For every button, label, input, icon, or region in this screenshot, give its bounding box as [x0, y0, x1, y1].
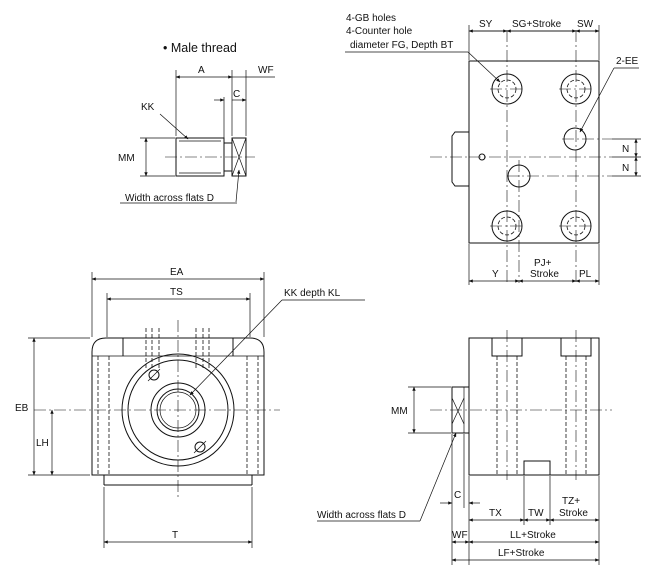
dim-pj-label: PJ+ [534, 258, 552, 269]
dim-tz-stroke-label: Stroke [559, 508, 588, 519]
dim-tw-label: TW [528, 508, 544, 519]
counter-holes [490, 73, 593, 242]
dim-sg-label: SG+Stroke [512, 19, 562, 30]
counter-hole-note: 4-Counter hole [346, 26, 413, 37]
side-c-label: C [454, 490, 461, 501]
dim-ea-label: EA [170, 267, 184, 278]
top-body [468, 60, 600, 244]
dim-sy-label: SY [479, 19, 493, 30]
dim-sw-label: SW [577, 19, 594, 30]
kk-label: KK [141, 102, 155, 113]
dim-n1-label: N [622, 144, 629, 155]
dim-y-label: Y [492, 269, 499, 280]
dim-eb-label: EB [15, 403, 29, 414]
side-view: MM C Width across flats D TX TW TZ+ Stro… [317, 330, 612, 565]
ee-label: 2-EE [616, 56, 639, 67]
side-width-flats-label: Width across flats D [317, 510, 406, 521]
end-body [91, 337, 265, 476]
side-body [468, 337, 600, 476]
dim-tx-label: TX [489, 508, 502, 519]
dim-pj-stroke-label: Stroke [530, 269, 559, 280]
end-view: EA TS KK depth KL EB LH T [15, 267, 365, 548]
mm-label: MM [118, 153, 135, 164]
kk-depth-label: KK depth KL [284, 288, 341, 299]
dim-tz-label: TZ+ [562, 496, 580, 507]
dim-ts-label: TS [170, 287, 183, 298]
male-thread-view: • Male thread A WF C KK MM [118, 41, 275, 204]
dim-wf-label: WF [258, 65, 274, 76]
dim-n2-label: N [622, 163, 629, 174]
dim-t-label: T [172, 530, 178, 541]
dim-a-label: A [198, 65, 205, 76]
dim-lf-label: LF+Stroke [498, 548, 545, 559]
dim-pl-label: PL [579, 269, 592, 280]
counter-spec-note: diameter FG, Depth BT [350, 40, 453, 51]
male-thread-title: • Male thread [163, 41, 237, 55]
dim-c-label: C [233, 89, 240, 100]
gb-holes-note: 4-GB holes [346, 13, 396, 24]
dim-wf-side-label: WF [452, 530, 468, 541]
dim-ll-label: LL+Stroke [510, 530, 556, 541]
side-mm-label: MM [391, 406, 408, 417]
top-view: 4-GB holes 4-Counter hole diameter FG, D… [345, 13, 641, 285]
width-flats-label: Width across flats D [125, 193, 214, 204]
dim-lh-label: LH [36, 438, 49, 449]
